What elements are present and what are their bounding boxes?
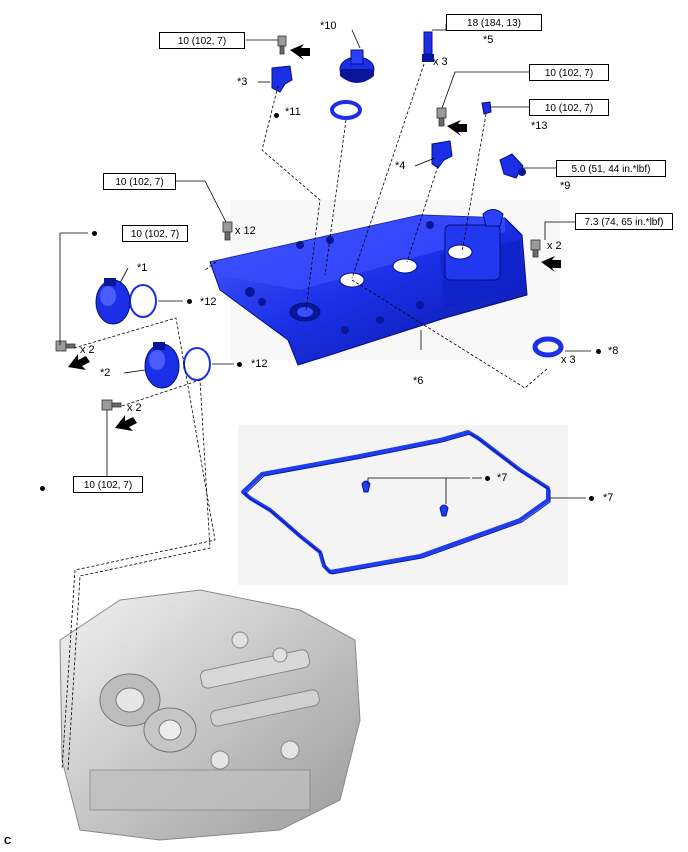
callout-3: *3 bbox=[237, 76, 248, 88]
camshaft-sensor-4 bbox=[431, 140, 453, 169]
quantity-gasket: x 3 bbox=[561, 354, 576, 366]
quantity-spark-plug: x 3 bbox=[433, 56, 448, 68]
ventilation-valve bbox=[499, 153, 526, 179]
bullet-marker bbox=[596, 349, 601, 354]
torque-spec-box: 10 (102, 7) bbox=[529, 99, 609, 116]
torque-spec-box: 10 (102, 7) bbox=[73, 476, 143, 493]
torque-spec-box: 18 (184, 13) bbox=[446, 14, 542, 31]
install-arrows bbox=[68, 44, 561, 431]
callout-13: *13 bbox=[531, 120, 548, 132]
quantity-left-top-bolts: x 2 bbox=[80, 344, 95, 356]
bullet-marker bbox=[40, 486, 45, 491]
bullet-marker bbox=[485, 476, 490, 481]
callout-7-gasket: *7 bbox=[603, 492, 614, 504]
quantity-left-bottom-bolts: x 2 bbox=[127, 402, 142, 414]
solenoid-valve-1 bbox=[95, 278, 131, 325]
oil-filler-cap bbox=[339, 49, 375, 83]
o-ring-lower bbox=[183, 347, 211, 381]
bullet-marker bbox=[187, 299, 192, 304]
callout-8: *8 bbox=[608, 345, 619, 357]
callout-6: *6 bbox=[413, 375, 424, 387]
callout-12-upper: *12 bbox=[200, 296, 217, 308]
callout-5: *5 bbox=[483, 34, 494, 46]
quantity-cover-bolts: x 12 bbox=[235, 225, 256, 237]
fitting-13 bbox=[481, 101, 492, 115]
torque-spec-box: 10 (102, 7) bbox=[122, 225, 188, 242]
assembly-dashed-lines bbox=[61, 63, 549, 771]
torque-spec-box: 10 (102, 7) bbox=[529, 64, 609, 81]
callout-4: *4 bbox=[395, 160, 406, 172]
bullet-marker bbox=[589, 496, 594, 501]
torque-spec-box: 7.3 (74, 65 in.*lbf) bbox=[575, 213, 673, 230]
callout-10: *10 bbox=[320, 20, 337, 32]
bolts bbox=[55, 35, 541, 411]
callout-9: *9 bbox=[560, 180, 571, 192]
callout-11: *11 bbox=[285, 106, 301, 118]
spark-plug bbox=[422, 31, 434, 62]
engine-assembly bbox=[59, 589, 361, 841]
bullet-marker bbox=[92, 231, 97, 236]
torque-spec-box: 10 (102, 7) bbox=[159, 32, 245, 49]
bullet-marker bbox=[237, 362, 242, 367]
torque-spec-box: 5.0 (51, 44 in.*lbf) bbox=[556, 160, 666, 177]
callout-7-gasket-insert: *7 bbox=[497, 472, 508, 484]
cylinder-head-cover bbox=[209, 209, 528, 366]
camshaft-sensor-3 bbox=[271, 65, 293, 93]
o-ring-upper bbox=[129, 284, 157, 318]
callout-12-lower: *12 bbox=[251, 358, 268, 370]
solenoid-valve-2 bbox=[144, 342, 180, 389]
quantity-right-bolts: x 2 bbox=[547, 240, 562, 252]
bullet-marker bbox=[274, 113, 279, 118]
figure-code: C bbox=[4, 836, 12, 847]
torque-spec-box: 10 (102, 7) bbox=[103, 173, 176, 190]
callout-1: *1 bbox=[137, 262, 148, 274]
filler-cap-gasket-ring bbox=[330, 100, 362, 120]
head-cover-gasket bbox=[241, 430, 551, 575]
callout-2: *2 bbox=[100, 367, 111, 379]
spark-plug-tube-gasket bbox=[532, 336, 564, 358]
